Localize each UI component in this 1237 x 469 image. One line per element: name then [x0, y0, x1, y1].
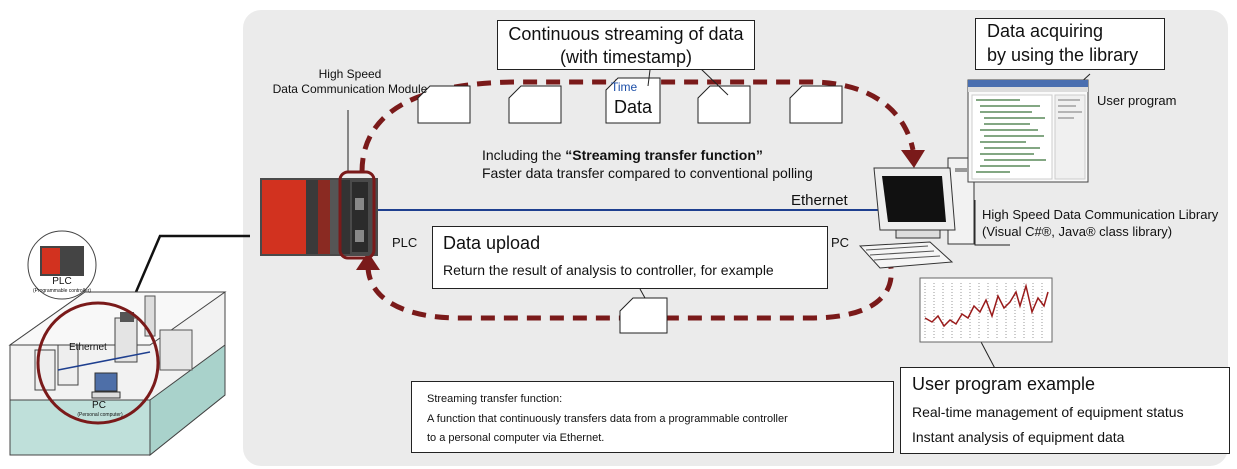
streaming-note-line1: Including the “Streaming transfer functi… — [482, 147, 763, 163]
module-label-line2: Data Communication Module — [272, 82, 428, 96]
factory-plc-label: PLC — [52, 276, 72, 287]
code-window — [967, 79, 1089, 183]
ethernet-label: Ethernet — [791, 192, 848, 209]
definition-line1: Streaming transfer function: — [427, 393, 563, 405]
upload-arrowhead — [356, 252, 380, 270]
data-packet — [417, 85, 843, 124]
definition-box: Streaming transfer function: A function … — [411, 381, 894, 453]
data-packet — [619, 297, 668, 334]
acquire-line2: by using the library — [987, 45, 1139, 65]
factory-pc-sub: (Personal computer) — [77, 412, 123, 418]
module-highlight — [338, 170, 376, 260]
streaming-callout-line1: Continuous streaming of data — [508, 24, 744, 44]
callout-pointer — [639, 288, 646, 299]
factory-illustration — [8, 230, 227, 457]
data-packet — [605, 77, 661, 124]
callout-pointer — [647, 69, 651, 87]
packet-data-label: Data — [614, 97, 653, 117]
library-label-line1: High Speed Data Communication Library — [982, 207, 1219, 222]
streaming-note-line2: Faster data transfer compared to convent… — [482, 165, 813, 181]
callout-pointer — [974, 200, 1010, 246]
connector-line — [125, 234, 250, 314]
definition-line2: A function that continuously transfers d… — [427, 413, 788, 425]
example-item2: Instant analysis of equipment data — [912, 429, 1125, 445]
upload-arrow-path — [365, 254, 894, 321]
streaming-note-prefix: Including the — [482, 147, 566, 163]
streaming-note-highlight: “Streaming transfer function” — [565, 147, 763, 163]
acquire-line1: Data acquiring — [987, 21, 1104, 41]
example-item1: Real-time management of equipment status — [912, 404, 1184, 420]
example-box: User program example Real-time managemen… — [900, 367, 1230, 454]
streaming-callout: Continuous streaming of data (with times… — [497, 20, 755, 70]
acquire-callout: Data acquiring by using the library — [975, 18, 1165, 70]
streaming-arrowhead — [901, 150, 925, 168]
example-title: User program example — [912, 374, 1096, 394]
upload-callout: Data upload Return the result of analysi… — [432, 226, 828, 289]
module-label-line1: High Speed — [318, 67, 382, 81]
upload-desc: Return the result of analysis to control… — [443, 262, 774, 278]
definition-line3: to a personal computer via Ethernet. — [427, 432, 605, 444]
factory-ethernet-label: Ethernet — [69, 342, 107, 353]
library-label-line2: (Visual C#®, Java® class library) — [982, 224, 1173, 239]
plc-unit — [260, 170, 378, 260]
callout-pointer — [699, 67, 729, 96]
streaming-callout-line2: (with timestamp) — [559, 47, 693, 67]
upload-title: Data upload — [443, 233, 541, 253]
user-program-label: User program — [1097, 93, 1177, 108]
pc-unit — [858, 157, 975, 269]
packet-time-label: Time — [611, 80, 638, 94]
factory-pc-label: PC — [92, 400, 106, 411]
sample-graph — [919, 277, 1053, 343]
streaming-arrow-path — [359, 79, 916, 173]
plc-label: PLC — [392, 235, 418, 250]
factory-plc-sub: (Programmable controller) — [32, 288, 92, 294]
pc-label: PC — [831, 235, 850, 250]
